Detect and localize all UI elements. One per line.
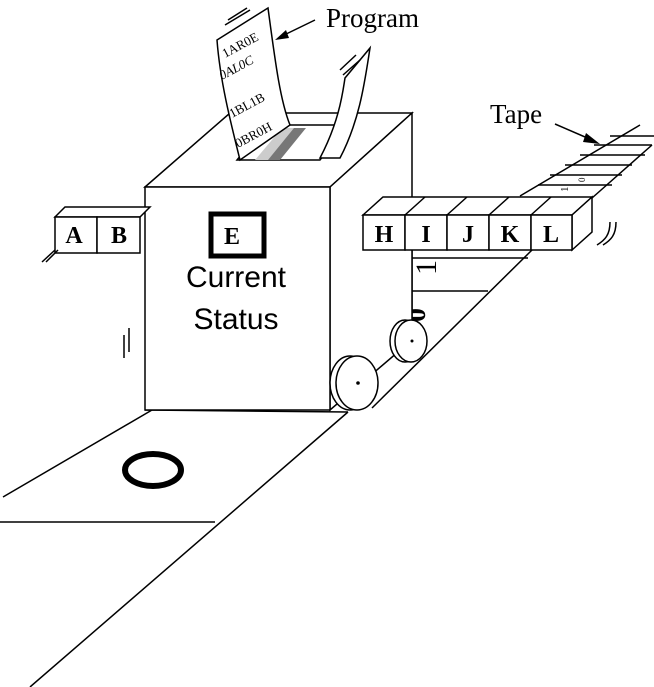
tape-front: [0, 409, 349, 687]
cell-l: L: [543, 222, 559, 248]
cell-b: B: [111, 223, 127, 249]
cell-k: K: [501, 222, 520, 248]
cell-a: A: [65, 223, 83, 249]
tape-back: [371, 124, 654, 409]
current-symbol: E: [224, 224, 240, 250]
status-line-2: Status: [193, 303, 278, 336]
tape-symbol-far2: 0: [577, 177, 587, 182]
left-cells: A B: [41, 206, 152, 263]
cell-h: H: [375, 222, 394, 248]
status-line-1: Current: [186, 261, 287, 294]
cell-j: J: [462, 222, 474, 248]
tape-symbol-far1: 1: [559, 187, 571, 193]
right-cells: H I J K L: [361, 195, 617, 252]
program-strip: 1AR0E 0AL0C 1BL1B 0BR0H: [216, 6, 372, 162]
tape-symbol-front-zero: [122, 451, 184, 489]
current-symbol-frame: [208, 211, 267, 259]
cell-i: I: [421, 222, 430, 248]
wheels: [329, 319, 428, 411]
tape-symbol-near: 1: [410, 260, 443, 275]
program-label: Program: [326, 3, 419, 33]
tape-label: Tape: [490, 99, 542, 129]
